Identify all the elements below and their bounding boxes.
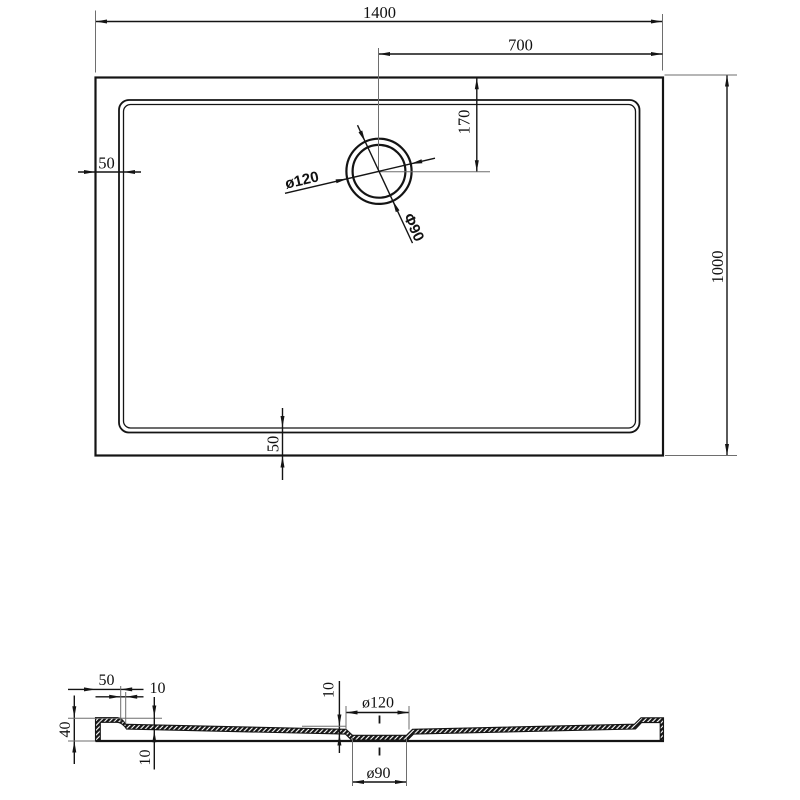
svg-text:ø120: ø120 [362,695,394,712]
svg-text:10: 10 [321,682,338,698]
svg-text:1000: 1000 [708,251,727,284]
svg-text:50: 50 [98,154,115,173]
svg-text:10: 10 [137,750,154,766]
svg-text:700: 700 [508,36,533,55]
svg-text:40: 40 [57,722,74,738]
svg-text:50: 50 [99,672,115,689]
svg-text:ø90: ø90 [367,765,391,782]
svg-text:50: 50 [264,436,283,453]
svg-text:170: 170 [455,110,474,135]
svg-text:1400: 1400 [363,3,396,22]
svg-text:10: 10 [150,680,166,697]
